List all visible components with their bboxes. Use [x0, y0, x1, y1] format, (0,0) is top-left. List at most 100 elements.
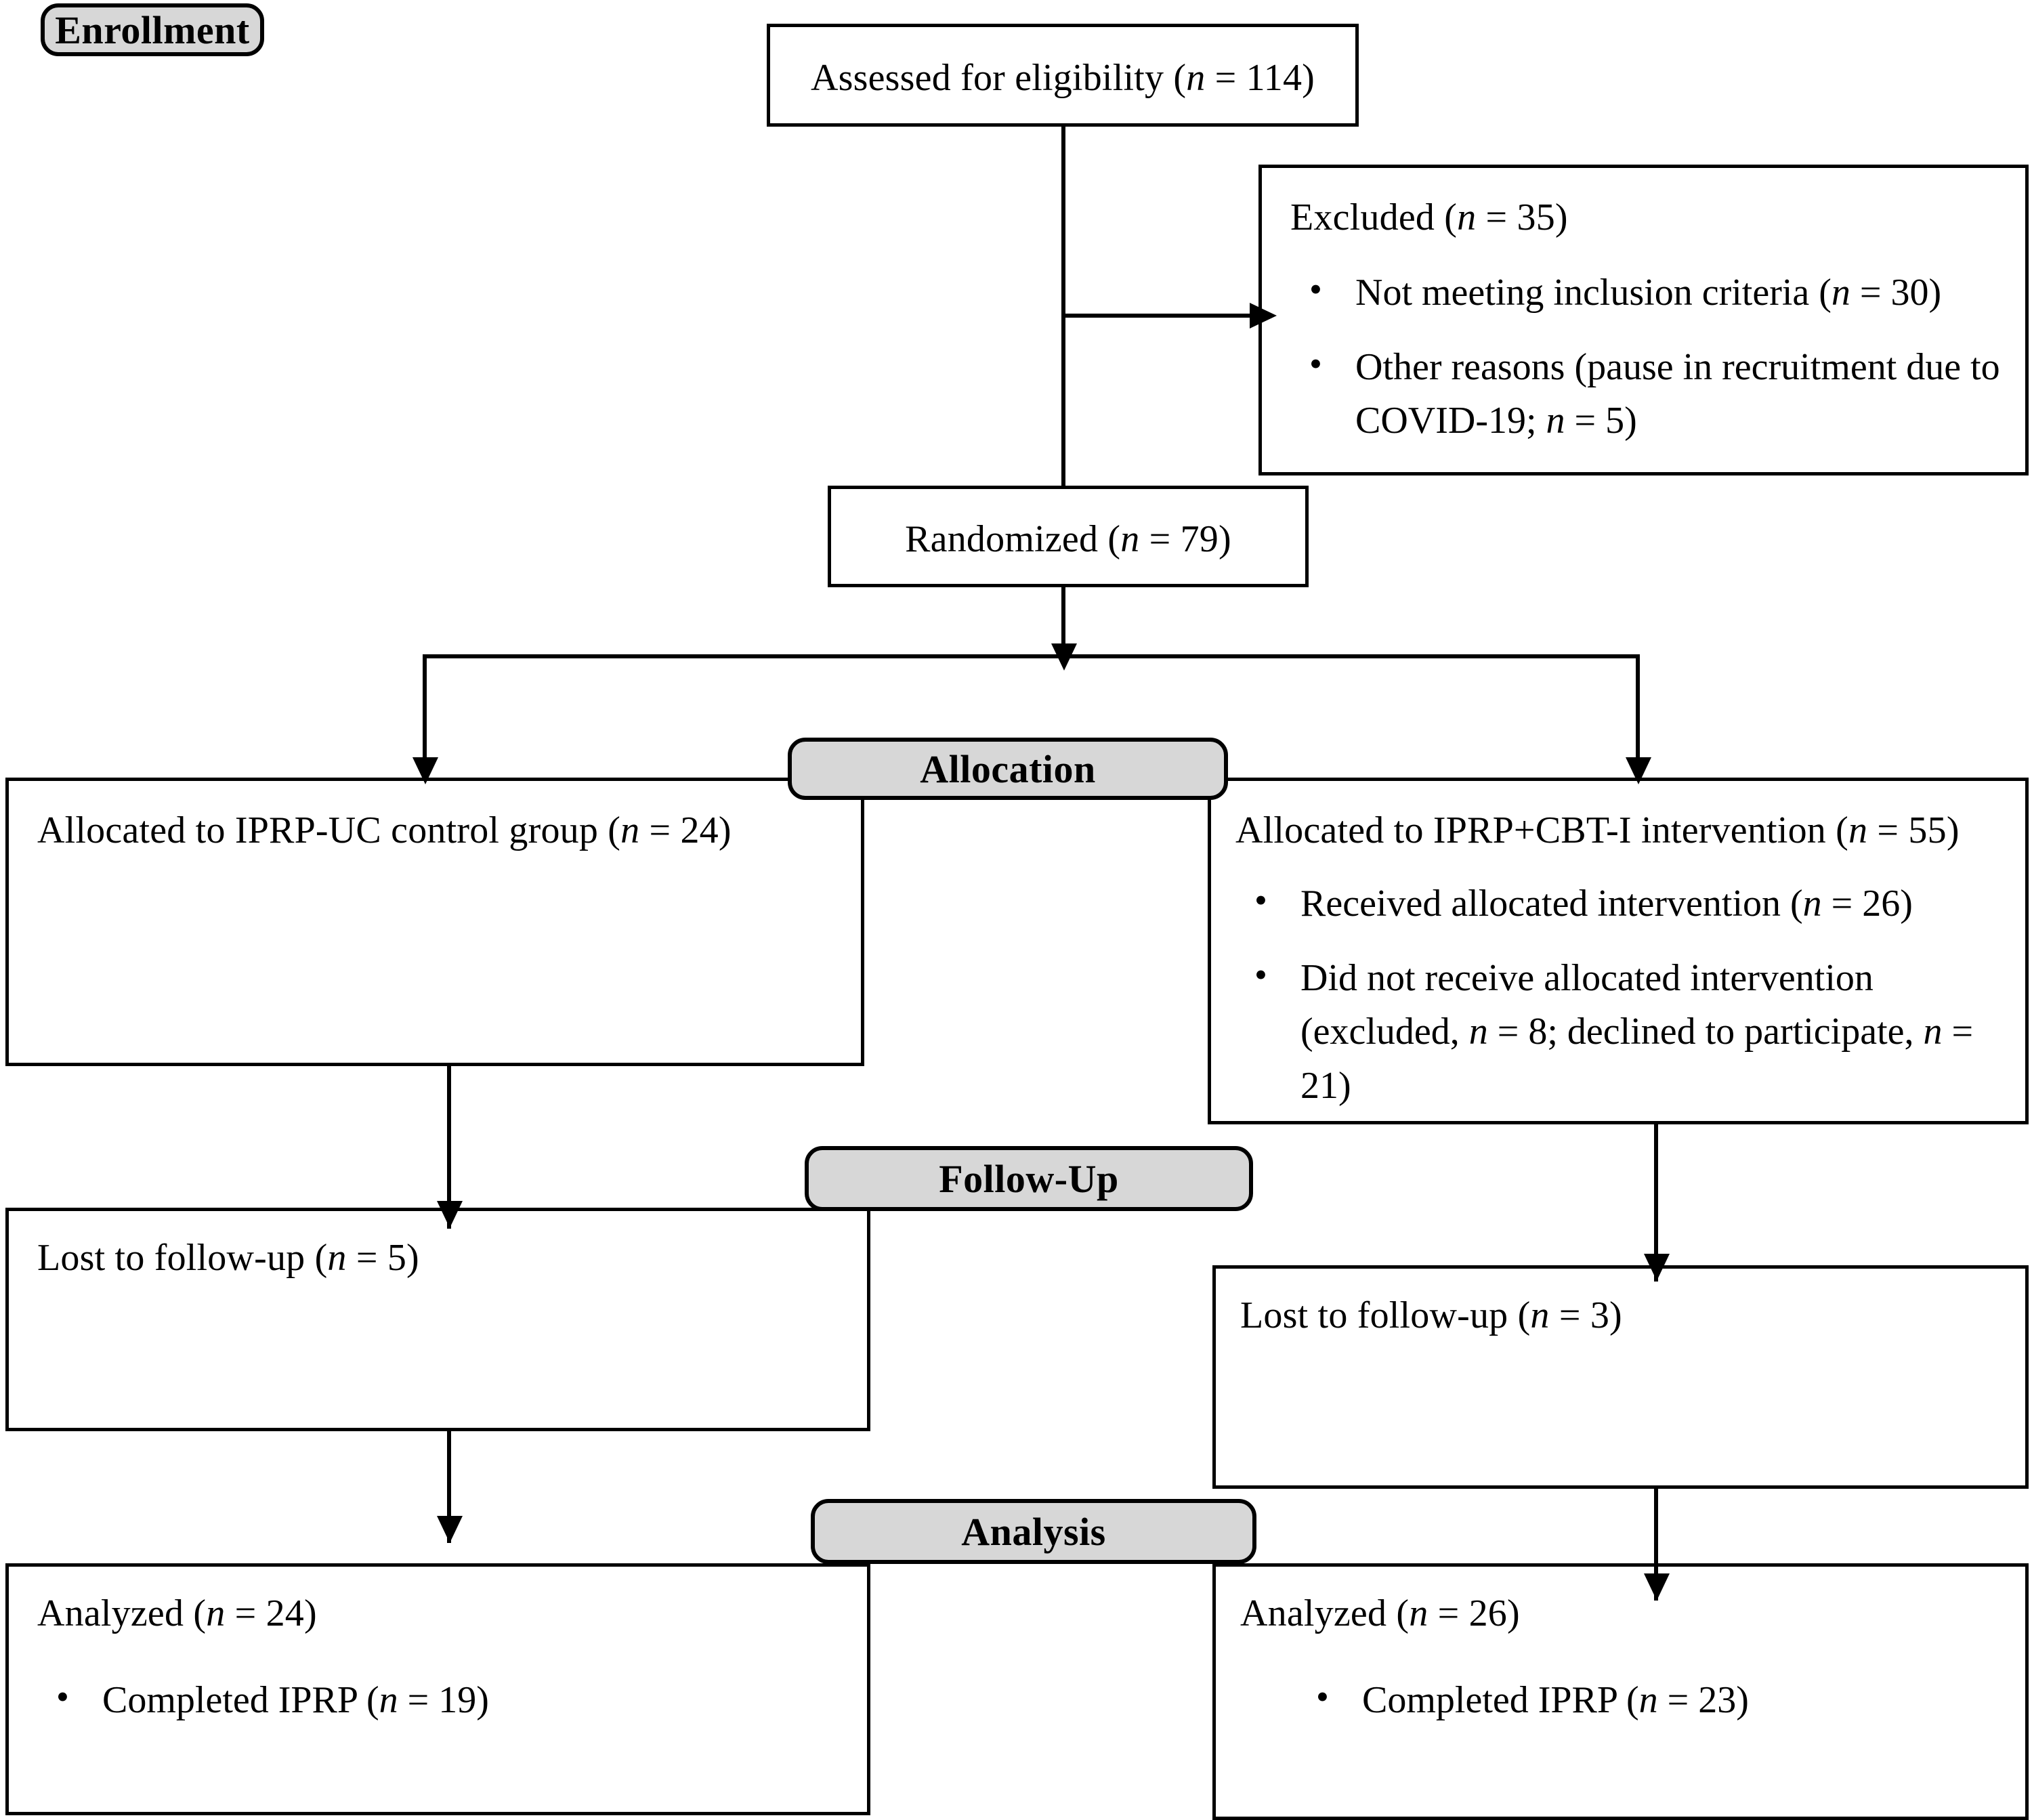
excluded-b1-n: n: [1546, 400, 1565, 442]
connector-randomized-stem: [1061, 587, 1065, 646]
lost-intervention-eq: =: [1549, 1294, 1590, 1336]
randomized-n-symbol: n: [1120, 518, 1140, 560]
stage-label-followup-text: Follow-Up: [939, 1156, 1119, 1201]
alloc-control-eq: =: [639, 809, 681, 851]
node-allocated-control: Allocated to IPRP-UC control group (n = …: [5, 778, 864, 1066]
analyzed-intervention-b0-eq: =: [1657, 1679, 1699, 1721]
arrowhead-to-alloc-intervention: [1626, 757, 1651, 784]
alloc-b1-value: 8: [1528, 1011, 1548, 1053]
excluded-b1-eq: =: [1565, 400, 1606, 442]
connector-split-right-drop: [1636, 654, 1640, 763]
connector-alloc-intervention-to-lost: [1654, 1124, 1658, 1282]
lost-control-n-symbol: n: [327, 1237, 347, 1279]
analyzed-control-value: 24: [266, 1592, 305, 1634]
alloc-intervention-eq: =: [1867, 809, 1909, 851]
analyzed-intervention-b0-close: ): [1736, 1679, 1749, 1721]
alloc-intervention-bullet-list: Received allocated intervention (n = 26)…: [1235, 857, 2009, 1113]
node-analyzed-control: Analyzed (n = 24) Completed IPRP (n = 19…: [5, 1563, 870, 1815]
node-allocated-intervention: Allocated to IPRP+CBT-I intervention (n …: [1208, 778, 2029, 1124]
node-assessed-for-eligibility: Assessed for eligibility (n = 114): [767, 24, 1359, 127]
analyzed-control-b0-n: n: [379, 1679, 398, 1721]
analyzed-intervention-bullet-list: Completed IPRP (n = 23): [1297, 1653, 2010, 1728]
node-randomized: Randomized (n = 79): [828, 486, 1309, 587]
randomized-text: Randomized (n = 79): [831, 513, 1305, 567]
excluded-b1-pre: Other reasons (pause in recruitment due …: [1355, 345, 2000, 442]
connector-lost-intervention-to-analyzed: [1654, 1489, 1658, 1601]
excluded-b0-n: n: [1831, 272, 1850, 314]
analyzed-control-b0-eq: =: [398, 1679, 439, 1721]
analyzed-intervention-text: Analyzed (n = 26): [1240, 1587, 2005, 1641]
node-lost-followup-control: Lost to follow-up (n = 5): [5, 1208, 870, 1431]
connector-split-bar: [423, 654, 1640, 658]
alloc-b1-value2: 21: [1300, 1064, 1338, 1107]
stage-label-followup: Follow-Up: [805, 1146, 1253, 1211]
alloc-b1-pre: Did not receive allocated intervention (…: [1300, 956, 1874, 1053]
assessed-label: Assessed for eligibility (: [810, 57, 1187, 99]
alloc-b0-close: ): [1900, 883, 1913, 925]
alloc-control-n-symbol: n: [620, 809, 640, 851]
lost-control-eq: =: [346, 1237, 387, 1279]
analyzed-intervention-b0-value: 23: [1698, 1679, 1737, 1721]
excluded-header-n: n: [1457, 196, 1477, 238]
list-item: Completed IPRP (n = 23): [1297, 1671, 2010, 1728]
list-item: Did not receive allocated intervention (…: [1235, 949, 2009, 1114]
stage-label-allocation: Allocation: [788, 738, 1228, 800]
node-lost-followup-intervention: Lost to follow-up (n = 3): [1212, 1265, 2029, 1489]
excluded-b1-value: 5: [1605, 400, 1625, 442]
analyzed-control-close: ): [304, 1592, 317, 1634]
alloc-b0-eq: =: [1821, 883, 1863, 925]
alloc-b1-eq: =: [1487, 1011, 1529, 1053]
analyzed-intervention-n-symbol: n: [1409, 1592, 1428, 1634]
alloc-b1-n: n: [1468, 1011, 1488, 1053]
list-item: Completed IPRP (n = 19): [37, 1671, 852, 1728]
stage-label-enrollment-text: Enrollment: [55, 7, 250, 52]
alloc-intervention-label: Allocated to IPRP+CBT-I intervention (: [1235, 809, 1849, 851]
excluded-b0-value: 30: [1890, 272, 1929, 314]
arrowhead-analyzed-intervention: [1644, 1573, 1670, 1601]
analyzed-control-bullet-list: Completed IPRP (n = 19): [37, 1653, 852, 1728]
excluded-header-close: ): [1554, 196, 1568, 238]
arrowhead-lost-control: [437, 1201, 463, 1228]
alloc-b0-pre: Received allocated intervention (: [1300, 883, 1803, 925]
alloc-control-text: Allocated to IPRP-UC control group (n = …: [37, 804, 841, 858]
assessed-eq: =: [1205, 57, 1246, 99]
alloc-b1-eq2: =: [1942, 1011, 1974, 1053]
connector-to-excluded: [1061, 314, 1258, 318]
analyzed-control-n-symbol: n: [206, 1592, 226, 1634]
connector-split-left-drop: [423, 654, 427, 763]
alloc-intervention-text: Allocated to IPRP+CBT-I intervention (n …: [1235, 804, 2009, 858]
stage-label-analysis: Analysis: [811, 1499, 1256, 1564]
lost-intervention-value: 3: [1590, 1294, 1610, 1336]
randomized-label: Randomized (: [905, 518, 1121, 560]
stage-label-enrollment: Enrollment: [41, 3, 264, 56]
analyzed-control-text: Analyzed (n = 24): [37, 1587, 847, 1641]
alloc-b1-close: ): [1338, 1064, 1351, 1107]
excluded-b0-pre: Not meeting inclusion criteria (: [1355, 272, 1832, 314]
lost-control-label: Lost to follow-up (: [37, 1237, 328, 1279]
excluded-header-pre: Excluded (: [1290, 196, 1458, 238]
randomized-close: ): [1219, 518, 1231, 560]
arrowhead-to-alloc-control: [412, 757, 438, 784]
excluded-bullet-list: Not meeting inclusion criteria (n = 30) …: [1290, 246, 2010, 448]
excluded-b0-eq: =: [1850, 272, 1891, 314]
alloc-b1-mid: ; declined to participate,: [1547, 1011, 1924, 1053]
analyzed-intervention-value: 26: [1468, 1592, 1508, 1634]
analyzed-intervention-b0-pre: Completed IPRP (: [1362, 1679, 1639, 1721]
alloc-control-close: ): [718, 809, 732, 851]
arrowhead-to-excluded: [1250, 303, 1277, 329]
analyzed-control-label: Analyzed (: [37, 1592, 207, 1634]
excluded-header-eq: =: [1476, 196, 1517, 238]
analyzed-intervention-label: Analyzed (: [1240, 1592, 1410, 1634]
node-excluded: Excluded (n = 35) Not meeting inclusion …: [1258, 165, 2029, 475]
connector-assessed-to-randomized: [1061, 127, 1065, 486]
excluded-header: Excluded (n = 35): [1290, 191, 2005, 245]
randomized-value: 79: [1180, 518, 1219, 560]
connector-lost-control-to-analyzed: [447, 1431, 451, 1543]
excluded-b1-close: ): [1624, 400, 1637, 442]
lost-intervention-close: ): [1609, 1294, 1622, 1336]
randomized-eq: =: [1139, 518, 1181, 560]
analyzed-control-b0-pre: Completed IPRP (: [102, 1679, 379, 1721]
node-analyzed-intervention: Analyzed (n = 26) Completed IPRP (n = 23…: [1212, 1563, 2029, 1820]
alloc-control-value: 24: [680, 809, 719, 851]
